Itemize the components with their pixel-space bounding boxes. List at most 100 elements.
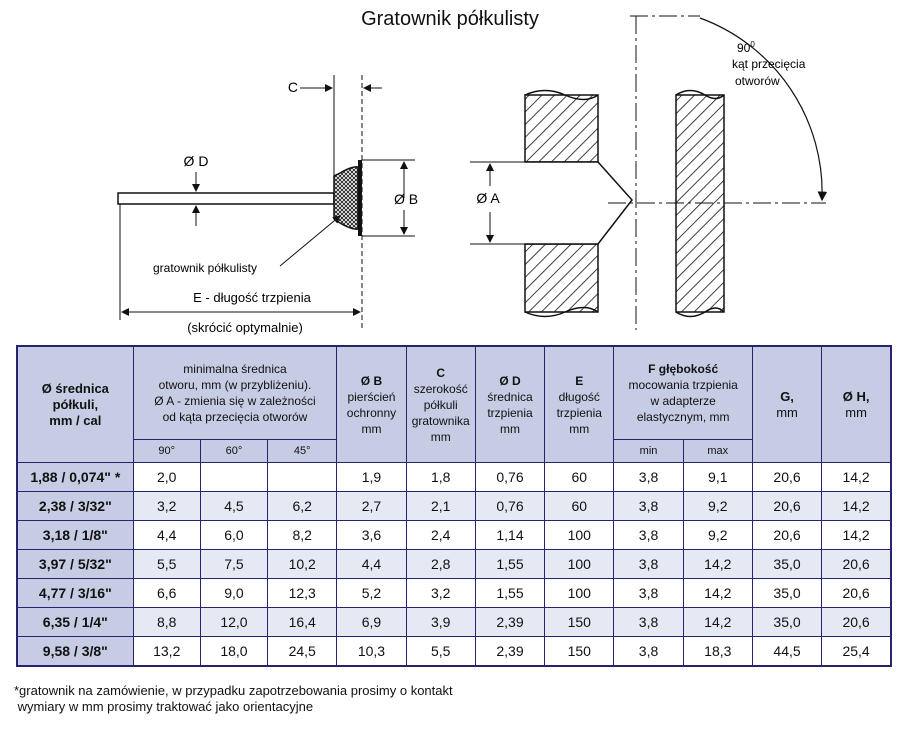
angle-value: 90	[737, 41, 751, 55]
table-cell: 6,2	[267, 491, 338, 521]
table-cell: 150	[544, 607, 615, 637]
table-cell: 14,2	[682, 549, 753, 579]
header-shank-diameter: Ø D średnica trzpienia mm	[474, 345, 546, 463]
header-guard-ring: Ø B pierścień ochronny mm	[336, 345, 407, 463]
table-cell: 4,4	[132, 520, 201, 550]
bore-section-drawing: Ø A 900 kąt przecięcia otworów	[470, 15, 828, 330]
label-c: C	[288, 79, 298, 95]
table-cell: 3,2	[405, 578, 476, 608]
table-cell: 16,4	[267, 607, 338, 637]
label-a: Ø A	[476, 190, 500, 206]
angle-label-line3: otworów	[735, 74, 780, 88]
table-cell: 2,4	[405, 520, 476, 550]
table-cell: 5,2	[336, 578, 407, 608]
table-cell: 13,2	[132, 636, 201, 667]
page-title: Gratownik półkulisty	[361, 8, 539, 30]
angle-degree-sup: 0	[750, 40, 755, 49]
table-cell: 3,8	[613, 491, 684, 521]
table-cell: 35,0	[751, 578, 823, 608]
header-shank-length: E długość trzpienia mm	[544, 345, 615, 463]
table-cell: 5,5	[132, 549, 201, 579]
header-width: C szerokość półkuli gratownika mm	[405, 345, 476, 463]
table-cell: 1,55	[474, 578, 546, 608]
header-sphere-diameter: Ø średnica półkuli, mm / cal	[16, 345, 134, 463]
table-cell: 2,7	[336, 491, 407, 521]
hemisphere-shape	[333, 166, 359, 230]
table-cell: 2,1	[405, 491, 476, 521]
subheader-90: 90°	[132, 439, 201, 463]
table-cell: 150	[544, 636, 615, 667]
row-size-cell: 3,18 / 1/8"	[16, 520, 134, 550]
table-cell: 14,2	[821, 520, 892, 550]
table-cell: 3,2	[132, 491, 201, 521]
label-e: E - długość trzpienia	[193, 290, 312, 305]
table-cell: 18,3	[682, 636, 753, 667]
table-cell: 1,9	[336, 462, 407, 492]
table-cell: 14,2	[682, 578, 753, 608]
table-cell: 1,14	[474, 520, 546, 550]
table-cell: 14,2	[682, 607, 753, 637]
header-min-hole: minimalna średnica otworu, mm (w przybli…	[132, 345, 338, 440]
guard-ring-shape	[358, 160, 362, 236]
label-brush: gratownik półkulisty	[153, 261, 257, 275]
table-cell: 3,8	[613, 520, 684, 550]
table-cell: 14,2	[821, 491, 892, 521]
table-cell: 10,2	[267, 549, 338, 579]
spec-table: Ø średnica półkuli, mm / cal minimalna ś…	[16, 345, 892, 667]
row-size-cell: 4,77 / 3/16"	[16, 578, 134, 608]
table-cell: 9,0	[199, 578, 269, 608]
subheader-min: min	[613, 439, 684, 463]
table-cell: 6,9	[336, 607, 407, 637]
table-cell: 3,8	[613, 607, 684, 637]
table-cell: 8,8	[132, 607, 201, 637]
subheader-60: 60°	[199, 439, 269, 463]
table-header-row: Ø średnica półkuli, mm / cal minimalna ś…	[16, 345, 892, 463]
subheader-45: 45°	[267, 439, 338, 463]
table-cell: 9,2	[682, 491, 753, 521]
table-cell: 7,5	[199, 549, 269, 579]
table-cell: 18,0	[199, 636, 269, 667]
table-cell: 20,6	[751, 462, 823, 492]
table-cell: 35,0	[751, 549, 823, 579]
table-cell: 12,3	[267, 578, 338, 608]
table-cell: 4,5	[199, 491, 269, 521]
table-cell: 2,0	[132, 462, 201, 492]
table-cell	[199, 462, 269, 492]
header-g: G, mm	[751, 345, 823, 463]
table-cell: 100	[544, 549, 615, 579]
table-cell: 20,6	[821, 549, 892, 579]
table-cell: 0,76	[474, 462, 546, 492]
table-cell: 60	[544, 491, 615, 521]
table-cell: 1,8	[405, 462, 476, 492]
footnote: *gratownik na zamówienie, w przypadku za…	[14, 683, 453, 715]
header-h: Ø H, mm	[821, 345, 892, 463]
table-cell: 9,1	[682, 462, 753, 492]
table-cell: 25,4	[821, 636, 892, 667]
row-size-cell: 3,97 / 5/32"	[16, 549, 134, 579]
table-cell: 12,0	[199, 607, 269, 637]
table-cell: 3,6	[336, 520, 407, 550]
footnote-line-1: *gratownik na zamówienie, w przypadku za…	[14, 683, 453, 698]
table-cell: 2,8	[405, 549, 476, 579]
row-size-cell: 6,35 / 1/4"	[16, 607, 134, 637]
table-cell: 100	[544, 520, 615, 550]
technical-drawing: C Ø D Ø B gratownik półkulisty E - długo…	[117, 15, 828, 335]
row-size-cell: 1,88 / 0,074" *	[16, 462, 134, 492]
row-size-cell: 2,38 / 3/32"	[16, 491, 134, 521]
table-cell: 2,39	[474, 607, 546, 637]
header-mount-depth: F głębokość mocowania trzpienia w adapte…	[613, 345, 753, 440]
table-cell: 10,3	[336, 636, 407, 667]
table-cell: 1,55	[474, 549, 546, 579]
row-size-cell: 9,58 / 3/8"	[16, 636, 134, 667]
table-cell: 3,8	[613, 462, 684, 492]
label-d: Ø D	[184, 153, 209, 169]
table-cell: 6,6	[132, 578, 201, 608]
table-cell: 35,0	[751, 607, 823, 637]
table-cell	[267, 462, 338, 492]
